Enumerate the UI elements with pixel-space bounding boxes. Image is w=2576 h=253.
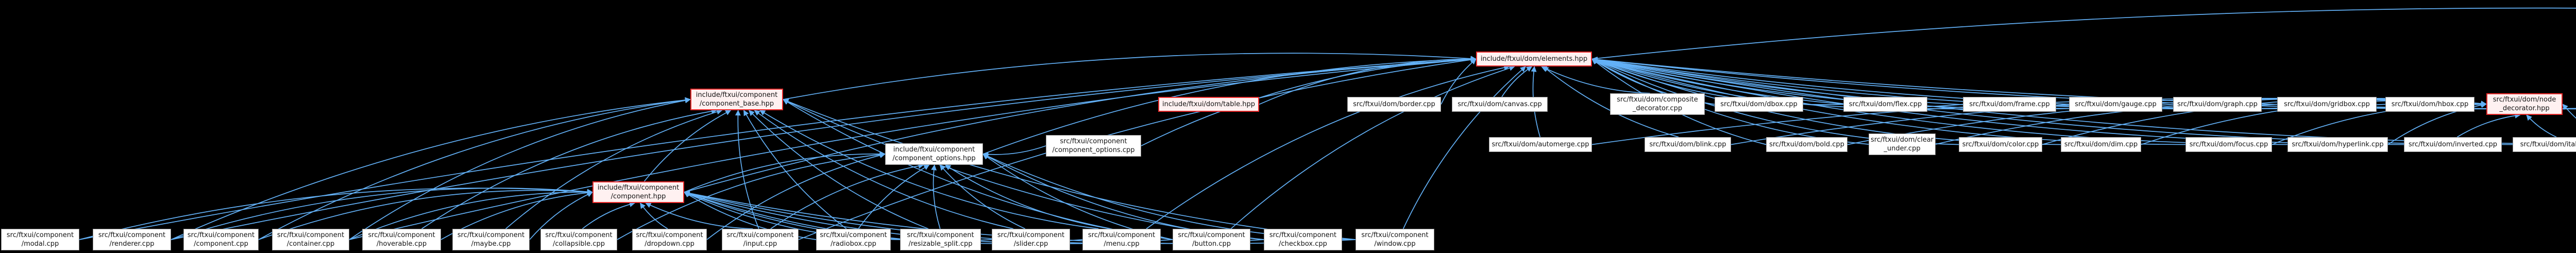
edge-collapsible-to-comp_hpp <box>582 201 635 229</box>
edge-radiobox-to-copts_hpp <box>858 164 930 229</box>
edge-italic-to-nodedec <box>2526 114 2557 138</box>
edge-button-to-copts_hpp <box>982 154 1173 240</box>
edge-input-to-copts_hpp <box>770 163 924 229</box>
graph-node-focus[interactable]: src/ftxui/dom/focus.cpp <box>2185 137 2272 152</box>
edge-radiobox-to-cbase <box>743 110 847 229</box>
edge-button-to-cbase <box>783 99 1173 240</box>
graph-node-graph[interactable]: src/ftxui/dom/graph.cpp <box>2173 97 2262 112</box>
edge-renderer-to-cbase <box>171 97 691 240</box>
graph-node-flex[interactable]: src/ftxui/dom/flex.cpp <box>1843 97 1927 112</box>
graph-node-canvas[interactable]: src/ftxui/dom/canvas.cpp <box>1452 97 1548 112</box>
graph-node-window[interactable]: src/ftxui/component /window.cpp <box>1355 229 1434 250</box>
graph-node-gridbox[interactable]: src/ftxui/dom/gridbox.cpp <box>2277 97 2377 112</box>
edge-elements-to-root <box>1591 7 2576 60</box>
graph-node-comp_hpp[interactable]: include/ftxui/component /component.hpp <box>592 181 684 203</box>
edge-comp_hpp-to-elements <box>684 56 1477 193</box>
graph-node-radiobox[interactable]: src/ftxui/component /radiobox.cpp <box>816 229 891 250</box>
edge-menu-to-cbase <box>759 110 1099 229</box>
edge-window-to-cbase <box>783 98 1356 240</box>
graph-node-slider[interactable]: src/ftxui/component /slider.cpp <box>992 229 1070 250</box>
graph-node-input[interactable]: src/ftxui/component /input.cpp <box>722 229 799 250</box>
graph-node-dbox[interactable]: src/ftxui/dom/dbox.cpp <box>1715 97 1803 112</box>
edge-menu-to-elements <box>1146 64 1510 229</box>
graph-node-menu[interactable]: src/ftxui/component /menu.cpp <box>1082 229 1161 250</box>
edge-dropdown-to-comp_hpp <box>639 203 668 229</box>
graph-node-collapsible[interactable]: src/ftxui/component /collapsible.cpp <box>540 229 617 250</box>
edge-cbase-to-elements <box>783 53 1477 100</box>
edge-renderer-to-elements <box>171 56 1477 240</box>
graph-node-composite[interactable]: src/ftxui/dom/composite _decorator.cpp <box>1610 93 1705 115</box>
edge-resizable-to-copts_hpp <box>931 164 941 229</box>
edge-modal-to-elements <box>79 56 1477 240</box>
edge-slider-to-copts_hpp <box>939 164 1026 229</box>
graph-node-italic[interactable]: src/ftxui/dom/italic.cpp <box>2513 137 2576 152</box>
edge-slider-to-cbase <box>754 110 1013 229</box>
graph-node-elements[interactable]: include/ftxui/dom/elements.hpp <box>1476 52 1592 66</box>
graph-node-container[interactable]: src/ftxui/component /container.cpp <box>272 229 349 250</box>
graph-node-component_cpp[interactable]: src/ftxui/component /component.cpp <box>183 229 259 250</box>
graph-node-color[interactable]: src/ftxui/dom/color.cpp <box>1959 137 2042 152</box>
graph-node-border[interactable]: src/ftxui/dom/border.cpp <box>1347 97 1441 112</box>
graph-node-resizable[interactable]: src/ftxui/component /resizable_split.cpp <box>900 229 981 250</box>
graph-node-nodedec[interactable]: src/ftxui/dom/node _decorator.hpp <box>2486 93 2563 115</box>
edge-maybe-to-cbase <box>505 109 723 229</box>
graph-node-frame[interactable]: src/ftxui/dom/frame.cpp <box>1963 97 2056 112</box>
graph-node-dim[interactable]: src/ftxui/dom/dim.cpp <box>2061 137 2141 152</box>
graph-node-inverted[interactable]: src/ftxui/dom/inverted.cpp <box>2404 137 2502 152</box>
graph-node-clearunder[interactable]: src/ftxui/dom/clear _under.cpp <box>1869 133 1936 155</box>
edge-window-to-copts_hpp <box>982 154 1356 240</box>
graph-node-table_hpp[interactable]: include/ftxui/dom/table.hpp <box>1158 97 1259 112</box>
edge-comp_hpp-to-copts_hpp <box>684 151 886 193</box>
edge-hoverable-to-cbase <box>421 108 717 229</box>
graph-node-hoverable[interactable]: src/ftxui/component /hoverable.cpp <box>362 229 441 250</box>
graph-node-cbase[interactable]: include/ftxui/component /component_base.… <box>690 89 783 110</box>
edge-checkbox-to-copts_hpp <box>982 154 1264 240</box>
edge-menu-to-copts_hpp <box>945 164 1111 229</box>
edge-checkbox-to-cbase <box>783 99 1264 240</box>
graph-node-gauge[interactable]: src/ftxui/dom/gauge.cpp <box>2069 97 2162 112</box>
edge-comp_hpp-to-cbase <box>643 110 732 182</box>
graph-node-automerge[interactable]: src/ftxui/dom/automerge.cpp <box>1489 137 1592 152</box>
graph-node-dropdown[interactable]: src/ftxui/component /dropdown.cpp <box>632 229 707 250</box>
graph-node-bold[interactable]: src/ftxui/dom/bold.cpp <box>1766 137 1848 152</box>
edge-input-to-cbase <box>735 110 759 229</box>
graph-node-modal[interactable]: src/ftxui/component /modal.cpp <box>1 229 79 250</box>
graph-node-checkbox[interactable]: src/ftxui/component /checkbox.cpp <box>1264 229 1342 250</box>
edge-dropdown-to-copts_hpp <box>706 153 886 240</box>
edge-canvas-to-elements <box>1501 66 1533 97</box>
edge-button-to-elements <box>1230 65 1515 229</box>
edge-inverted-to-nodedec <box>2456 112 2521 138</box>
graph-node-maybe[interactable]: src/ftxui/component /maybe.cpp <box>452 229 530 250</box>
edge-component_cpp-to-cbase <box>258 97 691 240</box>
graph-node-hbox[interactable]: src/ftxui/dom/hbox.cpp <box>2385 97 2475 112</box>
graph-node-copts_cpp[interactable]: src/ftxui/component /component_options.c… <box>1046 135 1141 157</box>
edge-copts_cpp-to-copts_hpp <box>982 145 1046 158</box>
edge-resizable-to-cbase <box>749 110 929 229</box>
graph-node-hyperlink[interactable]: src/ftxui/dom/hyperlink.cpp <box>2287 137 2388 152</box>
edge-container-to-cbase <box>349 97 691 240</box>
graph-node-renderer[interactable]: src/ftxui/component /renderer.cpp <box>93 229 171 250</box>
graph-node-copts_hpp[interactable]: include/ftxui/component /component_optio… <box>885 143 983 165</box>
graph-node-blink[interactable]: src/ftxui/dom/blink.cpp <box>1645 137 1731 152</box>
graph-node-button[interactable]: src/ftxui/component /button.cpp <box>1173 229 1250 250</box>
edge-input-to-comp_hpp <box>645 203 753 229</box>
edge-composite-to-elements <box>1541 66 1650 94</box>
